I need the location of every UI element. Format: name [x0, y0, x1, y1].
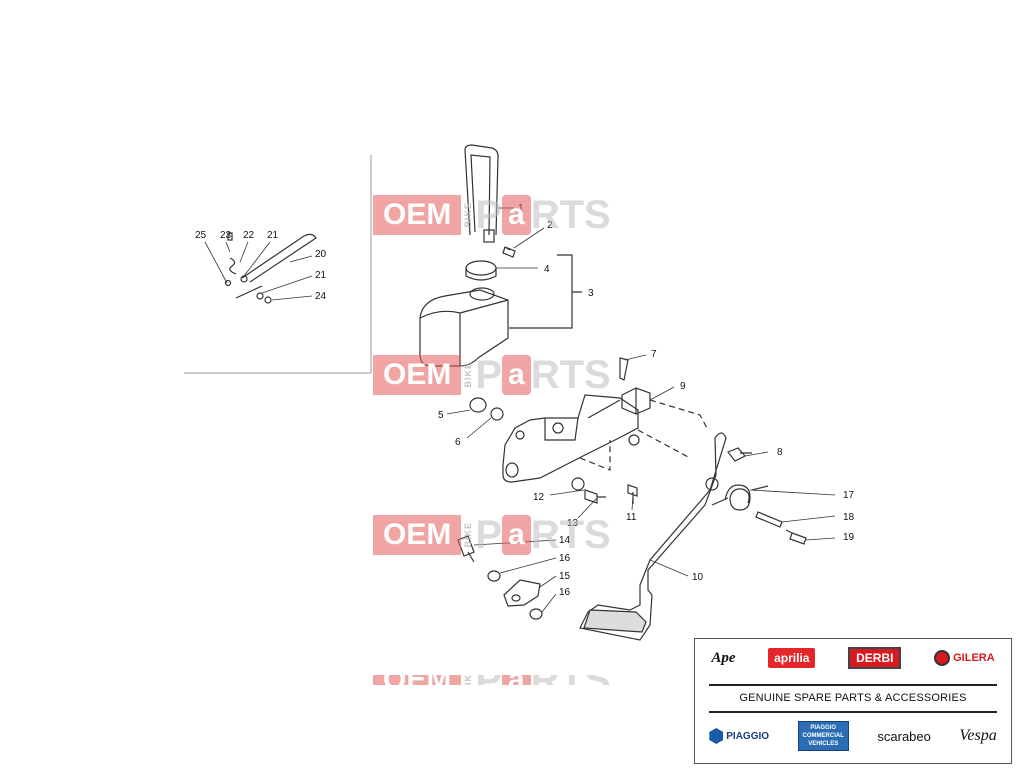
derbi-logo: DERBI [848, 647, 902, 669]
piaggio-shield-icon [709, 728, 724, 744]
callout-24: 24 [315, 291, 327, 302]
callout-19: 19 [843, 532, 855, 543]
part-mount-hole-3 [628, 434, 640, 446]
callout-9: 9 [680, 381, 686, 392]
callout-1: 1 [518, 203, 524, 214]
gilera-logo: GILERA [934, 650, 995, 666]
gilera-emblem-icon [934, 650, 951, 666]
part-master-cylinder-detail [544, 399, 621, 441]
brand-divider-bottom [709, 711, 997, 713]
part-cylinder-end [505, 462, 519, 478]
callout-23: 23 [220, 230, 232, 241]
part-inset-24 [264, 296, 272, 304]
callout-25: 25 [195, 230, 207, 241]
part-inset-rod-20 [241, 233, 317, 283]
part-inset-spring-22 [229, 257, 237, 275]
part-reservoir-edges [419, 299, 509, 366]
brand-logo-box: Ape aprilia DERBI GILERA GENUINE SPARE P… [694, 638, 1012, 764]
vespa-logo: Vespa [959, 727, 997, 744]
commercial-line-2: COMMERCIAL [802, 733, 844, 739]
part-cap-side [465, 268, 497, 281]
commercial-line-1: PIAGGIO [810, 725, 837, 731]
part-nut-5 [469, 397, 487, 413]
leader-bracket-3 [509, 254, 582, 329]
part-spring [724, 484, 751, 511]
part-master-cylinder [502, 394, 639, 483]
parts-drawing [224, 144, 807, 641]
callout-4: 4 [544, 264, 550, 275]
part-inset-link [235, 285, 263, 299]
part-washer-12 [571, 477, 585, 491]
part-bolt-19 [785, 529, 807, 545]
callout-11: 11 [626, 512, 637, 523]
brand-row-top: Ape aprilia DERBI GILERA [695, 647, 1011, 669]
part-washer-6 [490, 407, 504, 421]
brand-divider-top [709, 684, 997, 686]
aprilia-logo: aprilia [768, 648, 816, 668]
part-bracket-slot [511, 594, 521, 602]
part-strap [464, 144, 499, 236]
gilera-text: GILERA [953, 652, 995, 664]
callout-3: 3 [588, 288, 594, 299]
piaggio-text: PIAGGIO [726, 730, 770, 742]
tagline: GENUINE SPARE PARTS & ACCESSORIES [739, 692, 967, 704]
part-spring-legs [711, 485, 769, 506]
part-cap [465, 260, 497, 276]
callout-5: 5 [438, 410, 444, 421]
brand-row-bottom: PIAGGIO PIAGGIO COMMERCIAL VEHICLES scar… [695, 721, 1011, 751]
ape-logo: Ape [711, 649, 736, 666]
part-bolt-8 [727, 447, 752, 462]
callout-10: 10 [692, 572, 704, 583]
callout-7: 7 [651, 349, 657, 360]
callout-6: 6 [455, 437, 461, 448]
part-mount-hole-2 [515, 430, 525, 440]
part-strap-clip [483, 229, 495, 243]
part-reservoir-neck [469, 287, 495, 301]
part-strap-inner [470, 154, 491, 236]
part-inset-21b [256, 292, 264, 300]
part-screw-13 [584, 489, 606, 504]
assembly-lines [579, 399, 709, 471]
piaggio-commercial-logo: PIAGGIO COMMERCIAL VEHICLES [797, 721, 849, 751]
part-reservoir [419, 289, 509, 367]
part-pin-18 [755, 511, 783, 528]
part-pedal-pivot [705, 477, 719, 491]
piaggio-logo: PIAGGIO [709, 728, 769, 744]
callout-12: 12 [533, 492, 545, 503]
callout-21b: 21 [315, 270, 327, 281]
callout-20: 20 [315, 249, 327, 260]
callout-13: 13 [567, 518, 579, 529]
part-pedal [579, 432, 727, 641]
part-washer-16b [529, 608, 543, 620]
part-bracket-15 [503, 579, 541, 607]
callout-16b: 16 [559, 587, 571, 598]
part-clevis [621, 387, 651, 415]
callout-22: 22 [243, 230, 255, 241]
callout-14: 14 [559, 535, 571, 546]
callout-16a: 16 [559, 553, 571, 564]
part-washer-16a [487, 570, 501, 582]
callout-18: 18 [843, 512, 855, 523]
scarabeo-logo: scarabeo [877, 728, 931, 744]
commercial-line-3: VEHICLES [808, 741, 839, 747]
callout-21a: 21 [267, 230, 279, 241]
part-pin [619, 357, 629, 381]
part-switch [457, 535, 475, 563]
callout-15: 15 [559, 571, 571, 582]
part-mount-hole-1 [552, 422, 564, 434]
leader-lines [204, 207, 836, 613]
callout-labels: 1 2 3 4 5 6 7 8 9 10 11 12 13 14 15 16 1… [195, 203, 855, 598]
part-pedal-pad [583, 609, 647, 633]
part-inset-25 [224, 279, 232, 287]
part-inset-23 [227, 232, 233, 241]
callout-2: 2 [547, 220, 553, 231]
callout-17: 17 [843, 490, 855, 501]
part-screw-2 [502, 246, 516, 258]
callout-8: 8 [777, 447, 783, 458]
